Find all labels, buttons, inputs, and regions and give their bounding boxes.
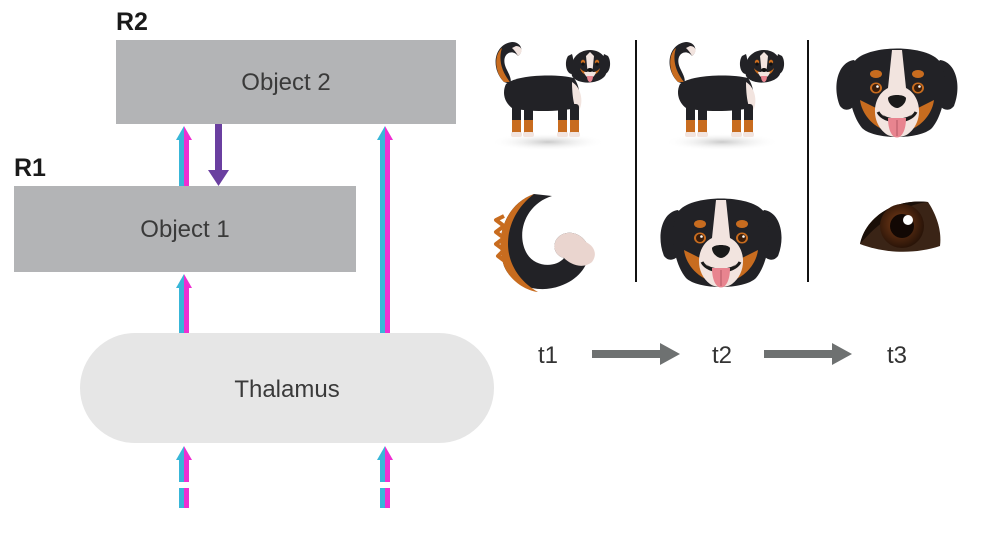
ff-arrow-thalamus-to-obj1 (176, 274, 192, 333)
feedforward-arrows (176, 126, 393, 508)
panel-t3 (834, 47, 960, 252)
ff-input-right (377, 446, 393, 508)
dog-face-icon (834, 47, 960, 139)
object2-box: Object 2 (116, 40, 456, 124)
thalamus-label: Thalamus (234, 376, 339, 403)
region-label-r1: R1 (14, 154, 46, 182)
region-label-r2: R2 (116, 8, 148, 36)
feedback-arrow-obj2-to-obj1 (208, 124, 229, 186)
time-arrow-2 (764, 343, 852, 365)
object1-label: Object 1 (140, 216, 229, 243)
panel-t2 (658, 42, 785, 289)
time-label-t3: t3 (887, 342, 907, 369)
object1-box: Object 1 (14, 186, 356, 272)
time-arrow-1 (592, 343, 680, 365)
tail-icon (494, 192, 597, 294)
object2-label: Object 2 (241, 69, 330, 96)
ff-input-left (176, 446, 192, 508)
eye-icon (860, 201, 941, 252)
time-label-t1: t1 (538, 342, 558, 369)
ff-arrow-thalamus-to-obj2 (377, 126, 393, 333)
thalamus-box: Thalamus (80, 333, 494, 443)
full-dog-icon (490, 42, 611, 151)
full-dog-icon (664, 42, 785, 151)
panel-t1 (490, 42, 611, 294)
dog-face-icon (658, 197, 784, 289)
time-label-t2: t2 (712, 342, 732, 369)
ff-arrow-obj1-to-obj2 (176, 126, 192, 186)
